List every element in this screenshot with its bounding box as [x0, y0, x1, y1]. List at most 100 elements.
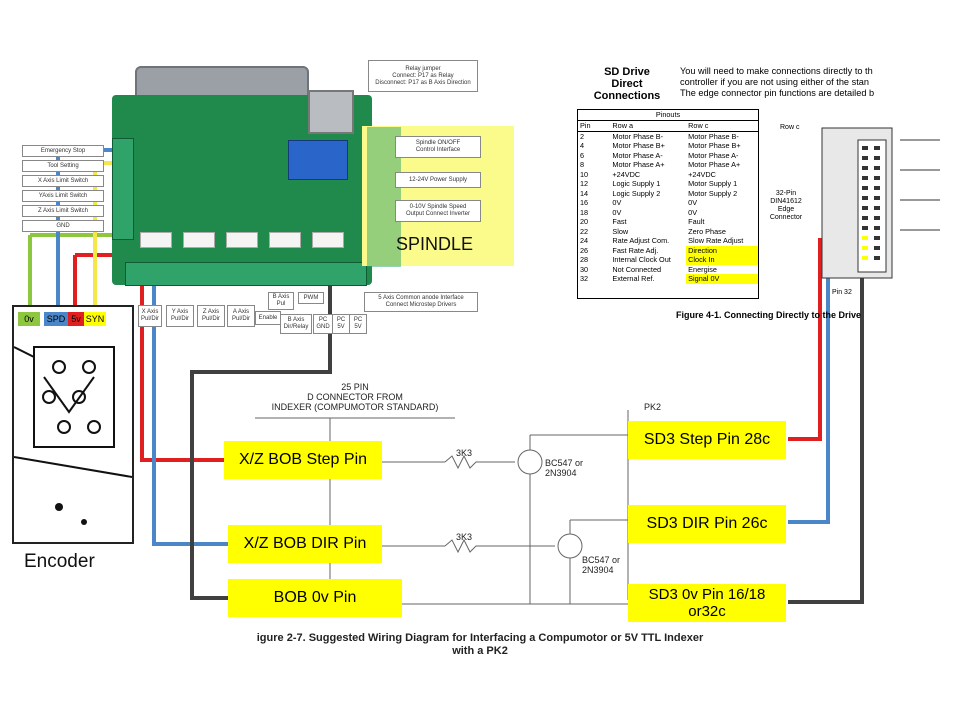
pinout-cell: 4 [580, 141, 585, 150]
pinout-cell: 6 [580, 150, 585, 160]
label-emergency-stop: Emergency Stop [22, 145, 104, 157]
label-xz-bob-dir: X/Z BOB DIR Pin [228, 525, 382, 563]
pinout-cell: Rate Adjust Com. [612, 236, 670, 245]
pinout-cell: 30 [580, 264, 589, 274]
label-pc-5v-1: PC 5V [332, 314, 350, 334]
blue-wire [152, 285, 228, 546]
header-b [312, 232, 344, 248]
row-c-label: Row c [780, 124, 800, 131]
pin32-label: Pin 32 [832, 289, 852, 296]
pinout-cell: 32 [580, 274, 589, 283]
dark-wire [190, 285, 332, 600]
pinout-row: 24 Rate Adjust Com. Slow Rate Adjust [578, 236, 758, 246]
encoder-graphic [12, 305, 134, 544]
pinout-cell: Fast [612, 217, 627, 226]
pin-0v: 0v [18, 312, 40, 326]
pinout-cell: Clock In [686, 255, 758, 265]
pinout-cell: Motor Phase A+ [612, 160, 665, 169]
pinout-cell: 0V [612, 198, 622, 207]
resistor1-label: 3K3 [456, 448, 473, 458]
sd-figure-caption: Figure 4-1. Connecting Directly to the D… [676, 310, 862, 320]
label-pc-gnd: PC GND [313, 314, 333, 334]
usb-connector [308, 90, 354, 134]
bottom-terminal-block [125, 262, 367, 286]
pinout-cell: Slow [612, 226, 629, 236]
pinout-cell: 0V [688, 198, 698, 207]
header-x [140, 232, 172, 248]
pinout-cell: Motor Supply 1 [688, 179, 738, 188]
pinout-cell: Motor Phase A- [612, 150, 663, 160]
pinout-cell: 24 [580, 236, 589, 245]
relay [288, 140, 348, 180]
pinout-cell: Fast Rate Adj. [612, 245, 659, 255]
pinout-cell: Not Connected [612, 264, 662, 274]
pinout-cell: Motor Phase B- [688, 131, 739, 141]
relay-jumper-note: Relay jumper Connect: P17 as Relay Disco… [368, 60, 478, 92]
label-sd3-dir: SD3 DIR Pin 26c [628, 505, 786, 543]
label-z-limit: Z Axis Limit Switch [22, 205, 104, 217]
transistor1-label: BC547 or 2N3904 [545, 458, 584, 478]
label-x-axis: X Axis Pul/Dir [138, 305, 162, 327]
pinout-cell: 14 [580, 188, 589, 198]
pinout-cell: Direction [686, 245, 758, 255]
pinout-header-cell: Row c [686, 121, 758, 132]
pinout-row: 30 Not Connected Energise [578, 265, 758, 275]
label-sd3-0v: SD3 0v Pin 16/18 or32c [628, 584, 786, 622]
sd-drive-title: SD Drive Direct Connections [593, 66, 661, 102]
label-pwm: PWM [298, 292, 324, 304]
pinout-row: 16 0V 0V [578, 198, 758, 208]
label-b-axis-dir: B Axis Dir/Relay [280, 314, 312, 334]
pinout-cell: 8 [580, 160, 585, 169]
label-power-supply: 12-24V Power Supply [395, 172, 481, 188]
pinout-cell: 18 [580, 207, 589, 217]
pinout-header-cell: Pin [578, 121, 611, 132]
pinout-cell: External Ref. [612, 274, 655, 283]
pin-spd: SPD [44, 312, 68, 326]
pinout-cell: Energise [688, 264, 717, 274]
label-y-axis: Y Axis Pul/Dir [166, 305, 194, 327]
pinout-cell: 16 [580, 198, 589, 207]
header-y [183, 232, 215, 248]
pinout-cell: 22 [580, 226, 589, 236]
label-bob-0v: BOB 0v Pin [228, 579, 402, 617]
pinout-cell: Motor Phase B+ [688, 141, 741, 150]
pinout-cell: Internal Clock Out [612, 255, 671, 264]
sd-drive-intro: You will need to make connections direct… [680, 66, 875, 98]
label-pc-5v-2: PC 5V [349, 314, 367, 334]
pinout-cell: 20 [580, 217, 589, 226]
pinout-cell: Slow Rate Adjust [688, 236, 744, 245]
pinout-table-title: Pinouts [578, 110, 758, 121]
header-a [269, 232, 301, 248]
header-z [226, 232, 258, 248]
pk2-label: PK2 [644, 402, 662, 412]
label-spindle-onoff: Spindle ON/OFF Control Interface [395, 136, 481, 158]
pinout-row: 12 Logic Supply 1 Motor Supply 1 [578, 179, 758, 189]
pinout-cell: Motor Phase B+ [612, 141, 665, 150]
pinout-cell: Motor Phase B- [612, 131, 664, 141]
transistor2-label: BC547 or 2N3904 [582, 555, 621, 575]
connector-label: 32-Pin DIN41612 Edge Connector [769, 190, 803, 221]
spindle-label: SPINDLE [396, 234, 474, 254]
pinout-cell: Motor Phase A- [688, 150, 739, 160]
left-terminal-block [112, 138, 134, 240]
pinout-cell: 0V [688, 207, 698, 217]
encoder-drawing [14, 346, 132, 525]
schematic-lines [255, 410, 629, 610]
pinout-cell: Logic Supply 1 [612, 179, 661, 188]
pin-5v: 5v [68, 312, 84, 326]
resistor2-label: 3K3 [456, 532, 473, 542]
pinout-cell: 12 [580, 179, 589, 188]
pinout-cell: Signal 0V [686, 274, 758, 284]
dconnector-header: 25 PIN D CONNECTOR FROM INDEXER (COMPUMO… [271, 382, 439, 412]
pinout-row: 10+24VDC+24VDC [578, 170, 758, 180]
pinout-cell: Motor Supply 2 [688, 188, 738, 198]
